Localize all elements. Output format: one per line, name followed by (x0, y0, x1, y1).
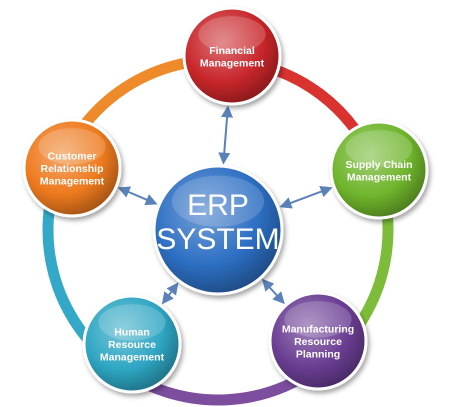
connector-arrow (261, 278, 285, 305)
connector-arrow (161, 282, 179, 305)
label-line: SYSTEM (156, 223, 279, 256)
node-gloss (345, 130, 413, 167)
node-circle (82, 294, 182, 394)
center-circle (152, 164, 284, 296)
label-line: Human (114, 327, 150, 339)
label-line: Customer (47, 151, 96, 163)
connector-arrow (279, 185, 333, 209)
label-line: ERP (187, 189, 249, 222)
node-circle (329, 120, 429, 220)
node-gloss (284, 301, 352, 338)
connector-arrow (117, 186, 158, 206)
label-line: Management (40, 176, 105, 188)
node-gloss (38, 128, 106, 165)
label-line: Management (347, 171, 412, 183)
label-line: Management (200, 57, 265, 69)
connector-arrow (218, 105, 234, 165)
label-line: Resource (294, 336, 342, 348)
label-line: Manufacturing (282, 324, 354, 336)
node-circle (182, 6, 282, 106)
label-line: Relationship (40, 163, 103, 175)
label-line: Planning (296, 349, 340, 361)
label-line: Resource (108, 339, 156, 351)
node-circle (268, 291, 368, 391)
center-gloss (171, 175, 265, 227)
node-gloss (198, 16, 266, 53)
label-line: Supply Chain (345, 159, 412, 171)
label-line: Financial (209, 45, 255, 57)
label-line: Management (100, 352, 165, 364)
node-circle (22, 118, 122, 218)
node-gloss (98, 304, 166, 341)
connector-arrows (117, 105, 333, 305)
